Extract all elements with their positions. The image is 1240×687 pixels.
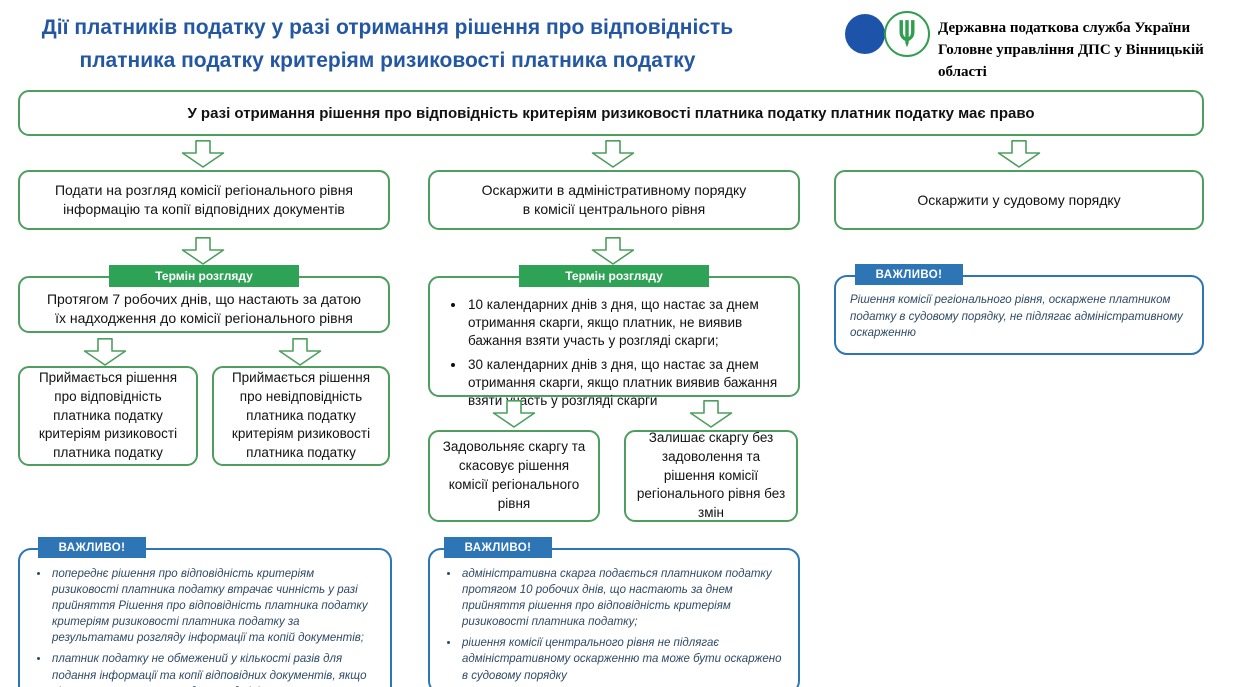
down-arrow-icon — [278, 338, 322, 366]
trident-icon — [899, 20, 915, 48]
option-box-regional-commission: Подати на розгляд комісії регіонального … — [18, 170, 390, 230]
trident-emblem-icon — [884, 11, 930, 57]
org-name: Державна податкова служба України Головн… — [938, 18, 1240, 83]
important-bullet: рішення комісії центрального рівня не пі… — [460, 635, 786, 683]
down-arrow-icon — [181, 140, 225, 168]
down-arrow-icon — [83, 338, 127, 366]
important-bullet: платник податку не обмежений у кількості… — [50, 651, 378, 687]
term-bullet: 30 календарних днів з дня, що настає за … — [466, 356, 786, 409]
outcome-box-reject-complaint: Залишає скаргу без задоволення та рішенн… — [624, 430, 798, 522]
review-term-box-middle: 10 календарних днів з дня, що настає за … — [428, 276, 800, 408]
down-arrow-icon — [181, 237, 225, 265]
outcome-box-noncompliant-decision: Приймається рішення про невідповідність … — [212, 366, 390, 466]
outcome-box-compliant-decision: Приймається рішення про відповідність пл… — [18, 366, 198, 466]
important-bullet-list-middle: адміністративна скарга подається платник… — [460, 566, 786, 684]
important-box-right: Рішення комісії регіонального рівня, оск… — [834, 275, 1204, 355]
down-arrow-icon — [997, 140, 1041, 168]
important-bullet: попереднє рішення про відповідність крит… — [50, 566, 378, 646]
important-badge-right: ВАЖЛИВО! — [855, 264, 963, 285]
down-arrow-icon — [591, 237, 635, 265]
page-title: Дії платників податку у разі отримання р… — [10, 12, 765, 77]
important-box-left: попереднє рішення про відповідність крит… — [18, 548, 392, 687]
title-line-1: Дії платників податку у разі отримання р… — [41, 16, 734, 39]
dps-logo-blue-circle-icon — [845, 14, 885, 54]
important-badge-middle: ВАЖЛИВО! — [444, 537, 552, 558]
banner-box: У разі отримання рішення про відповідніс… — [18, 90, 1204, 136]
org-name-line-1: Державна податкова служба України — [938, 20, 1191, 36]
important-bullet-list-left: попереднє рішення про відповідність крит… — [50, 566, 378, 687]
down-arrow-icon — [492, 400, 536, 428]
option-box-court-appeal: Оскаржити у судовому порядку — [834, 170, 1204, 230]
review-term-tab-middle: Термін розгляду — [519, 265, 709, 287]
down-arrow-icon — [689, 400, 733, 428]
down-arrow-icon — [591, 140, 635, 168]
term-bullet-list: 10 календарних днів з дня, що настає за … — [466, 296, 786, 417]
important-bullet: адміністративна скарга подається платник… — [460, 566, 786, 630]
important-badge-left: ВАЖЛИВО! — [38, 537, 146, 558]
important-box-middle: адміністративна скарга подається платник… — [428, 548, 800, 687]
term-bullet: 10 календарних днів з дня, що настає за … — [466, 296, 786, 349]
option-box-administrative-appeal: Оскаржити в адміністративному порядку в … — [428, 170, 800, 230]
review-term-tab-left: Термін розгляду — [109, 265, 299, 287]
outcome-box-satisfy-complaint: Задовольняє скаргу та скасовує рішення к… — [428, 430, 600, 522]
org-name-line-2: Головне управління ДПС у Вінницькій обла… — [938, 41, 1204, 80]
title-line-2: платника податку критеріям ризиковості п… — [79, 48, 696, 72]
important-text-right: Рішення комісії регіонального рівня, оск… — [850, 294, 1183, 340]
